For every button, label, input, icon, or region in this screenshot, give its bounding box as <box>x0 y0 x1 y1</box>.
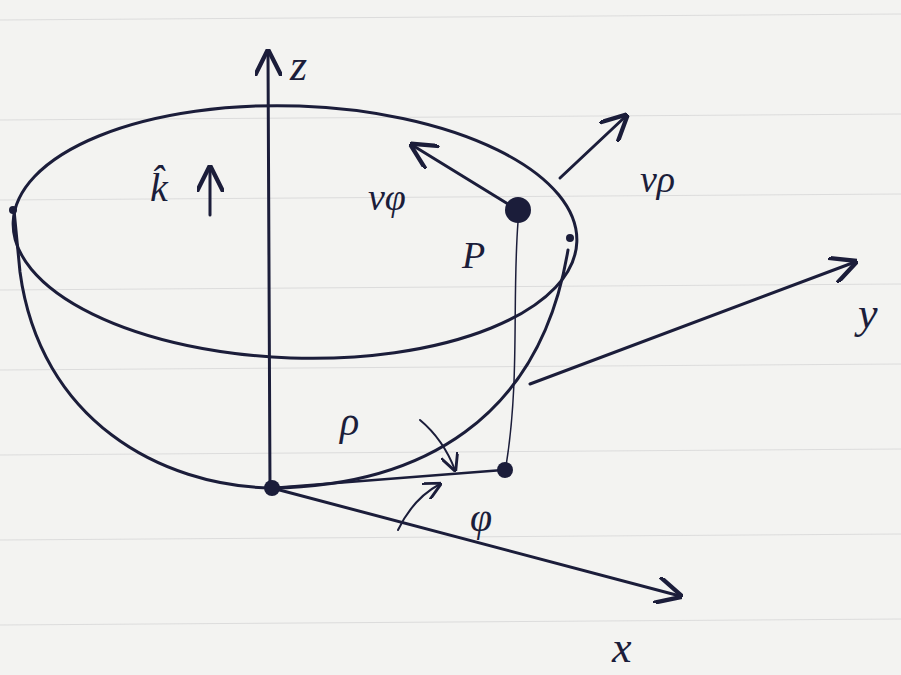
cylinder-side <box>14 210 568 488</box>
axis-label: ρ <box>340 402 359 442</box>
projection-dot <box>497 462 513 478</box>
top-ellipse <box>9 96 581 368</box>
radial-line <box>272 470 503 488</box>
phi-arc <box>398 484 440 530</box>
axis-label: vφ <box>368 178 406 216</box>
point-p <box>505 197 531 223</box>
axis-label: z <box>290 44 307 88</box>
rim-dot <box>9 206 17 214</box>
ruled-lines <box>0 14 901 625</box>
axis-label: P <box>462 236 485 274</box>
axis-label: vρ <box>640 160 675 198</box>
axis-label: k̂ <box>150 168 168 208</box>
axis-label: φ <box>470 498 492 538</box>
rho-arrow <box>420 420 455 470</box>
rho-unit-vector <box>560 116 626 178</box>
z-axis <box>268 52 270 488</box>
projection-line <box>506 222 518 466</box>
origin-dot <box>264 480 280 496</box>
k-arrow <box>209 168 212 215</box>
axis-label: x <box>612 626 632 670</box>
phi-unit-vector <box>412 145 508 204</box>
rim-dot <box>566 234 574 242</box>
x-axis <box>272 488 680 596</box>
y-axis <box>530 262 855 384</box>
axis-label: y <box>858 292 878 336</box>
